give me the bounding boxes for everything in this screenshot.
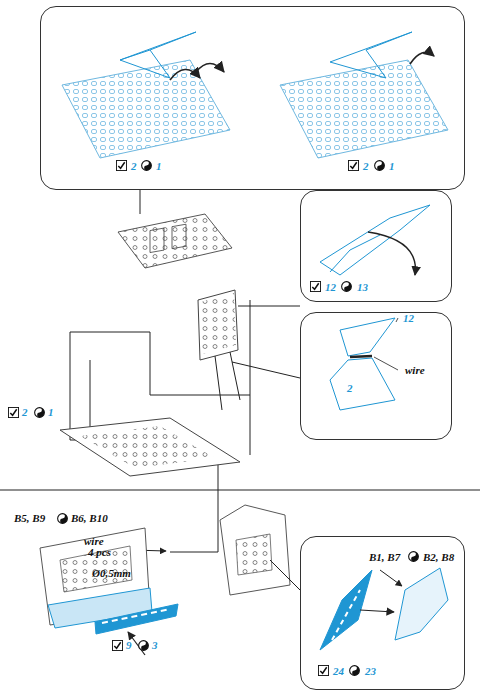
callout-number: 2 xyxy=(363,161,369,172)
part-label: 4 pcs xyxy=(88,547,111,558)
drawing-stroke xyxy=(330,32,412,78)
drawing-stroke xyxy=(350,666,360,676)
etched-sheet-left xyxy=(62,32,230,158)
drawing-stroke xyxy=(60,546,132,592)
drawing-stroke xyxy=(220,505,290,595)
drawing-stroke xyxy=(58,514,68,524)
drawing-stroke xyxy=(250,300,251,395)
drawing-stroke xyxy=(380,570,402,586)
drawing-stroke xyxy=(70,332,150,395)
drawing-stroke xyxy=(238,306,300,307)
callout-number: 12 xyxy=(325,282,336,293)
drawing-stroke xyxy=(330,235,380,272)
drawing-stroke xyxy=(139,641,149,651)
callout-number: B1, B7 xyxy=(369,552,400,563)
drawing-stroke xyxy=(8,407,18,417)
drawing-stroke xyxy=(215,352,240,410)
drawing-stroke xyxy=(318,665,328,675)
drawing-stroke xyxy=(170,69,200,80)
divider xyxy=(0,489,480,490)
part-label: wire xyxy=(84,536,104,547)
part-label: 2 xyxy=(22,407,28,418)
drawing-stroke xyxy=(270,560,300,590)
drawing-stroke xyxy=(102,609,170,623)
drawing-stroke xyxy=(95,604,178,634)
callout-panel: 2 1 2 1 xyxy=(40,6,465,190)
drawing-stroke xyxy=(320,205,430,275)
drawing-stroke xyxy=(35,408,45,418)
part-label: 9 xyxy=(126,640,132,651)
drawing-stroke xyxy=(120,50,150,60)
drawing-stroke xyxy=(368,232,415,275)
drawing-stroke xyxy=(200,293,236,354)
drawing-stroke xyxy=(410,52,434,64)
callout-number: 13 xyxy=(357,282,368,293)
sub-panel xyxy=(118,214,232,268)
drawing-stroke xyxy=(348,160,358,170)
callout-number: 24 xyxy=(333,666,344,677)
drawing-stroke xyxy=(374,357,398,370)
drawing-stroke xyxy=(342,282,352,292)
callout-number: 2 xyxy=(131,161,137,172)
drawing-stroke xyxy=(198,290,238,360)
callout-number: wire xyxy=(405,365,425,376)
drawing-stroke xyxy=(70,332,71,440)
drawing-stroke xyxy=(280,60,448,158)
callout-number: 23 xyxy=(365,666,376,677)
drawing-stroke xyxy=(170,462,218,552)
wire-bracket xyxy=(330,318,398,410)
side-wall-left xyxy=(40,528,178,655)
drawing-stroke xyxy=(350,356,372,357)
callout-number: 12 xyxy=(403,313,414,324)
part-label: 1 xyxy=(48,407,54,418)
callout-panel: B1, B7 B2, B8 24 23 xyxy=(300,536,465,690)
drawing-stroke xyxy=(150,228,164,252)
drawing-stroke xyxy=(236,534,272,575)
drawing-stroke xyxy=(172,224,186,248)
drawing-stroke xyxy=(142,161,152,171)
part-label: 3 xyxy=(152,640,158,651)
bent-flap xyxy=(320,205,430,275)
callout-panel: 12 wire 2 xyxy=(300,312,452,440)
part-label: B5, B9 xyxy=(14,513,45,524)
drawing-stroke xyxy=(120,32,196,78)
drawing-stroke xyxy=(196,64,224,73)
drawing-stroke xyxy=(310,281,320,291)
side-wall-right xyxy=(220,505,448,650)
callout-number: 2 xyxy=(347,383,353,394)
drawing-stroke xyxy=(140,190,141,214)
callout-panel: 12 13 xyxy=(300,190,452,302)
drawing-stroke xyxy=(232,362,300,378)
drawing-stroke xyxy=(375,161,385,171)
drawing-stroke xyxy=(80,426,215,468)
callout-number: 1 xyxy=(156,161,162,172)
drawing-stroke xyxy=(116,160,126,170)
part-label: Ø0,5mm xyxy=(92,568,131,579)
etched-sheet-right xyxy=(280,32,448,158)
drawing-stroke xyxy=(112,640,122,650)
drawing-stroke xyxy=(330,358,395,410)
drawing-stroke xyxy=(332,590,360,640)
drawing-stroke xyxy=(340,318,395,356)
callout-number: B2, B8 xyxy=(423,552,454,563)
drawing-stroke xyxy=(395,568,448,640)
callout-number: 1 xyxy=(389,161,395,172)
drawing-stroke xyxy=(360,610,394,612)
drawing-stroke xyxy=(409,552,419,562)
drawing-stroke xyxy=(60,418,240,476)
part-label: B6, B10 xyxy=(71,513,108,524)
drawing-stroke xyxy=(118,214,232,268)
drawing-stroke xyxy=(62,60,230,158)
drawing-stroke xyxy=(396,318,398,322)
